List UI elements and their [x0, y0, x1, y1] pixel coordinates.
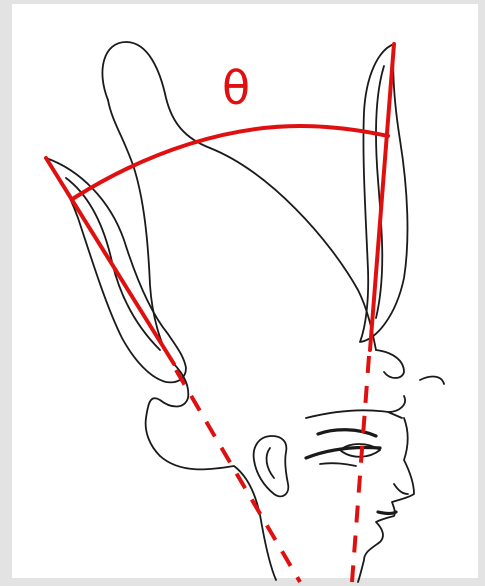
crown-left-edge — [108, 100, 172, 362]
uraeus-head — [420, 377, 444, 384]
eye-lower-line — [320, 463, 356, 466]
crown-right-edge — [210, 148, 376, 350]
left-axis-extension — [176, 370, 300, 582]
eyebrow — [318, 430, 376, 436]
right-axis-extension — [352, 356, 369, 582]
nostril — [394, 484, 408, 494]
face-profile — [358, 418, 414, 582]
ear — [254, 436, 289, 496]
mouth — [378, 512, 396, 514]
forehead-band — [306, 396, 405, 418]
angle-label: θ — [222, 61, 250, 115]
right-feather-axis — [370, 44, 394, 350]
uraeus-cobra — [376, 350, 404, 378]
left-feather-axis — [46, 158, 174, 364]
ear-inner — [267, 448, 274, 478]
